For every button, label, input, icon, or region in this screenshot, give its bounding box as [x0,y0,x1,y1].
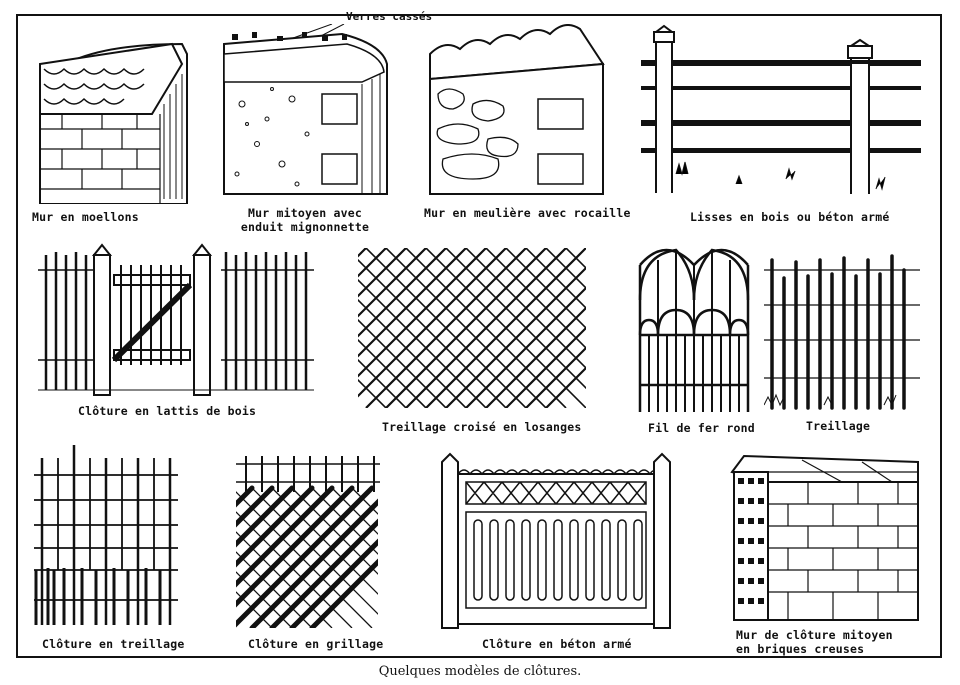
label-mur-meuliere: Mur en meulière avec rocaille [424,206,631,220]
figure-cloture-beton [438,452,674,630]
figure-treillage-croise [356,240,588,412]
figure-mur-moellons [32,24,192,204]
label-cloture-beton: Clôture en béton armé [482,637,632,651]
figure-mur-briques [722,452,922,622]
figure-treillage [764,240,920,412]
figure-fil-fer [636,240,756,412]
label-treillage-croise: Treillage croisé en losanges [382,420,582,434]
figure-cloture-grillage [232,452,382,630]
figure-lisses [636,24,926,204]
figure-mur-meuliere [428,24,608,204]
label-treillage: Treillage [806,419,871,433]
figure-mur-mitoyen [222,24,392,204]
label-mur-mitoyen: Mur mitoyen avec enduit mignonnette [240,206,370,234]
figure-lattis [36,240,316,405]
label-lisses: Lisses en bois ou béton armé [690,210,890,224]
label-cloture-treillage: Clôture en treillage [42,637,185,651]
label-cloture-grillage: Clôture en grillage [248,637,384,651]
figure-cloture-treillage [30,440,180,630]
annotation-verres-casses: Verres cassés [346,10,433,23]
label-lattis: Clôture en lattis de bois [78,404,257,418]
label-fil-fer: Fil de fer rond [648,421,755,435]
label-mur-moellons: Mur en moellons [32,210,139,224]
figure-caption: Quelques modèles de clôtures. [378,664,582,679]
label-mur-briques: Mur de clôture mitoyen en briques creuse… [736,628,893,656]
